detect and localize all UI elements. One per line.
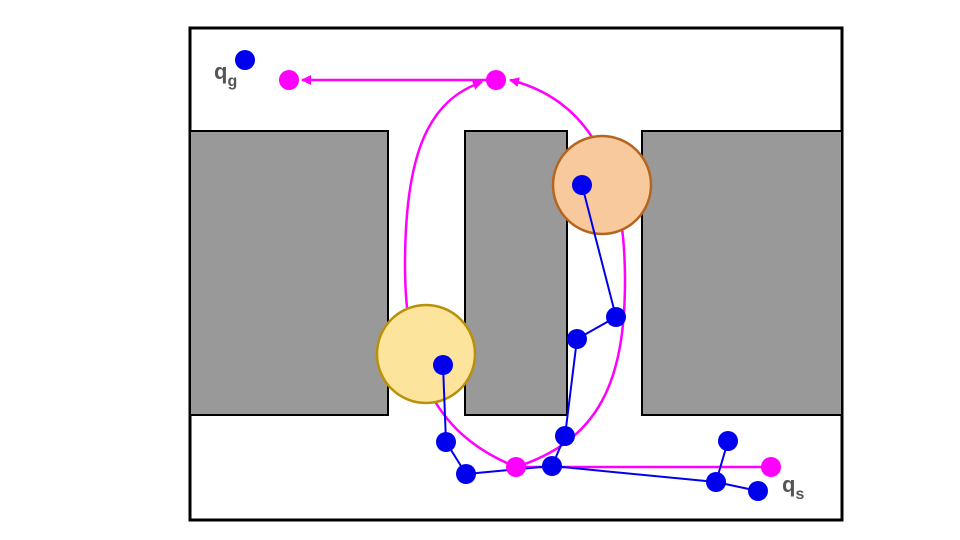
tree-node (542, 456, 562, 476)
tree-node (606, 307, 626, 327)
tree-node (567, 329, 587, 349)
tree-edge (581, 184, 617, 318)
path-node-start (761, 457, 781, 477)
tree-node (436, 432, 456, 452)
tree-node (555, 426, 575, 446)
tree-node (706, 472, 726, 492)
tree-node (572, 175, 592, 195)
tree-edge (442, 364, 447, 443)
tree-node (433, 355, 453, 375)
tree-edge (551, 465, 717, 483)
tree-node (718, 431, 738, 451)
tree-nodes (235, 50, 768, 501)
goal-label: qg (214, 59, 237, 90)
tree-node-goal (235, 50, 255, 70)
path-node (506, 457, 526, 477)
circle-yellow (375, 303, 477, 405)
path-curve-left (403, 80, 517, 469)
path-nodes (279, 70, 781, 477)
start-label: qs (782, 472, 804, 503)
tree-node (748, 481, 768, 501)
circle-orange (551, 134, 653, 236)
obstacle-left (189, 130, 389, 416)
obstacle-right (641, 130, 843, 416)
path-curve-right (509, 77, 627, 469)
tree-node (456, 464, 476, 484)
path-node (486, 70, 506, 90)
obstacle-middle (464, 130, 568, 416)
path-node-goal (279, 70, 299, 90)
tree-edge (564, 338, 578, 437)
